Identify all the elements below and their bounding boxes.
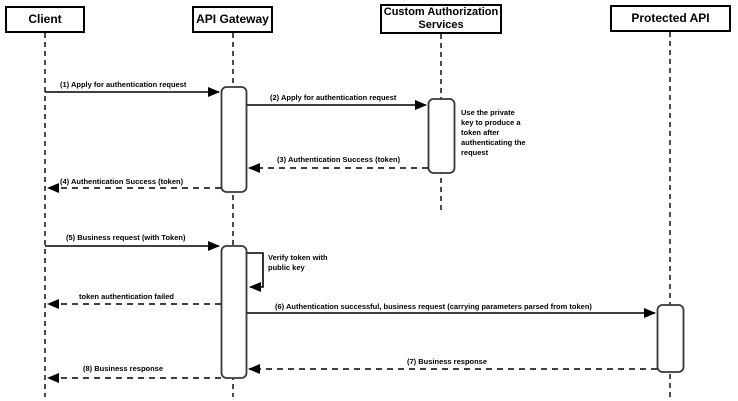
activation-gateway-business (220, 245, 248, 379)
participant-custom-auth-label: Custom Authorization Services (383, 6, 499, 31)
message-5-label: (5) Business request (with Token) (66, 233, 186, 242)
message-7-label: (7) Business response (407, 357, 488, 366)
participant-custom-auth: Custom Authorization Services (380, 4, 502, 34)
message-6-label: (6) Authentication successful, business … (275, 302, 592, 311)
message-2-label: (2) Apply for authentication request (270, 93, 397, 102)
participant-protected-api: Protected API (610, 5, 731, 32)
activation-gateway-auth (220, 86, 248, 193)
message-1-label: (1) Apply for authentication request (60, 80, 187, 89)
message-3-label: (3) Authentication Success (token) (277, 155, 401, 164)
message-4-label: (4) Authentication Success (token) (60, 177, 184, 186)
message-8-label: (8) Business response (83, 364, 164, 373)
message-token-failed-label: token authentication failed (79, 292, 175, 301)
participant-api-gateway: API Gateway (192, 6, 273, 33)
participant-api-gateway-label: API Gateway (196, 11, 269, 26)
note-private-key: Use the private key to produce a token a… (461, 108, 526, 157)
activation-custom-auth (427, 98, 456, 174)
self-message-verify-token-arrow (247, 252, 264, 292)
participant-client-label: Client (28, 11, 62, 26)
participant-protected-api-label: Protected API (631, 10, 710, 25)
activation-protected-api (656, 304, 685, 373)
participant-client: Client (5, 6, 85, 33)
self-message-verify-token-label: Verify token with public key (268, 253, 328, 272)
